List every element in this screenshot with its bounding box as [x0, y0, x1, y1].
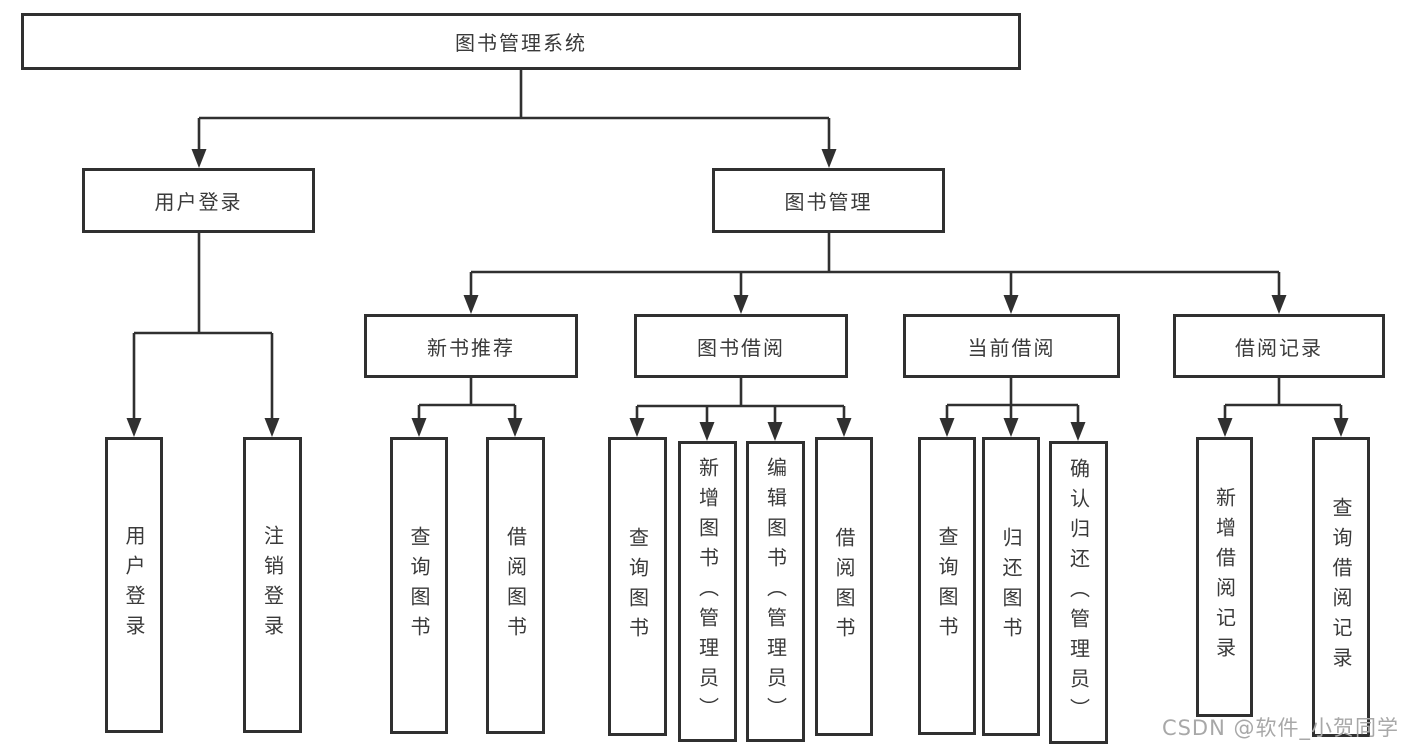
leaf-edit-book-admin-label: 编辑图书（管理员） [763, 456, 788, 727]
leaf-borrow-books-label: 借阅图书 [832, 526, 856, 647]
leaf-borrow-query-books: 查询图书 [608, 437, 667, 736]
arrowhead-down-icon [836, 418, 852, 437]
arrowhead-down-icon [463, 295, 479, 314]
node-current-borrow-label: 当前借阅 [967, 335, 1056, 360]
leaf-recommend-borrow-books: 借阅图书 [486, 437, 545, 734]
arrowhead-down-icon [733, 295, 749, 314]
arrowhead-down-icon [507, 418, 523, 437]
arrowhead-down-icon [629, 418, 645, 437]
leaf-query-borrow-record-label: 查询借阅记录 [1329, 497, 1353, 677]
node-current-borrow: 当前借阅 [903, 314, 1120, 378]
leaf-confirm-return-admin-label: 确认归还（管理员） [1066, 457, 1091, 728]
leaf-borrow-books: 借阅图书 [815, 437, 873, 736]
arrowhead-down-icon [1003, 418, 1019, 437]
node-borrow-records-label: 借阅记录 [1235, 335, 1323, 360]
arrowhead-down-icon [1333, 418, 1349, 437]
node-user-login-label: 用户登录 [154, 190, 243, 214]
node-new-book-recommend: 新书推荐 [364, 314, 578, 378]
arrowhead-down-icon [1217, 418, 1233, 437]
leaf-return-books: 归还图书 [982, 437, 1040, 736]
tree-spine-lines [134, 70, 1341, 408]
leaf-recommend-query-books: 查询图书 [390, 437, 448, 734]
arrowhead-down-icon [1271, 295, 1287, 314]
leaf-user-login-label: 用户登录 [122, 525, 146, 645]
arrowhead-down-icon [411, 418, 427, 437]
leaf-add-book-admin-label: 新增图书（管理员） [695, 456, 720, 727]
node-root-label: 图书管理系统 [455, 31, 587, 55]
leaf-current-query-books: 查询图书 [918, 437, 976, 735]
arrowhead-down-icon [126, 418, 142, 437]
leaf-add-book-admin: 新增图书（管理员） [678, 441, 737, 742]
node-borrow-records: 借阅记录 [1173, 314, 1385, 378]
leaf-user-login: 用户登录 [105, 437, 163, 733]
arrowhead-down-icon [699, 422, 715, 441]
arrowhead-down-icon [1070, 422, 1086, 441]
node-user-login: 用户登录 [82, 168, 315, 233]
leaf-logout: 注销登录 [243, 437, 302, 733]
arrowhead-down-icon [264, 418, 280, 437]
leaf-recommend-borrow-books-label: 借阅图书 [503, 525, 528, 646]
leaf-confirm-return-admin: 确认归还（管理员） [1049, 441, 1108, 744]
leaf-add-borrow-record: 新增借阅记录 [1196, 437, 1253, 717]
leaf-logout-label: 注销登录 [260, 525, 285, 645]
arrowhead-down-icon [821, 149, 837, 168]
leaf-current-query-books-label: 查询图书 [935, 526, 959, 646]
leaf-query-borrow-record: 查询借阅记录 [1312, 437, 1370, 737]
leaf-return-books-label: 归还图书 [999, 526, 1023, 647]
node-book-management-label: 图书管理 [784, 190, 873, 214]
leaf-recommend-query-books-label: 查询图书 [407, 525, 431, 646]
arrowhead-down-icon [939, 418, 955, 437]
leaf-edit-book-admin: 编辑图书（管理员） [746, 441, 805, 742]
csdn-watermark: CSDN @软件_小贺同学 [1161, 716, 1399, 740]
node-root: 图书管理系统 [21, 13, 1021, 70]
node-book-management: 图书管理 [712, 168, 945, 233]
node-book-borrow: 图书借阅 [634, 314, 848, 378]
leaf-borrow-query-books-label: 查询图书 [625, 526, 650, 647]
arrowhead-down-icon [767, 422, 783, 441]
node-new-book-recommend-label: 新书推荐 [427, 335, 515, 360]
arrowhead-down-icon [191, 149, 207, 168]
arrowhead-down-icon [1003, 295, 1019, 314]
node-book-borrow-label: 图书借阅 [697, 335, 785, 360]
leaf-add-borrow-record-label: 新增借阅记录 [1212, 487, 1237, 667]
